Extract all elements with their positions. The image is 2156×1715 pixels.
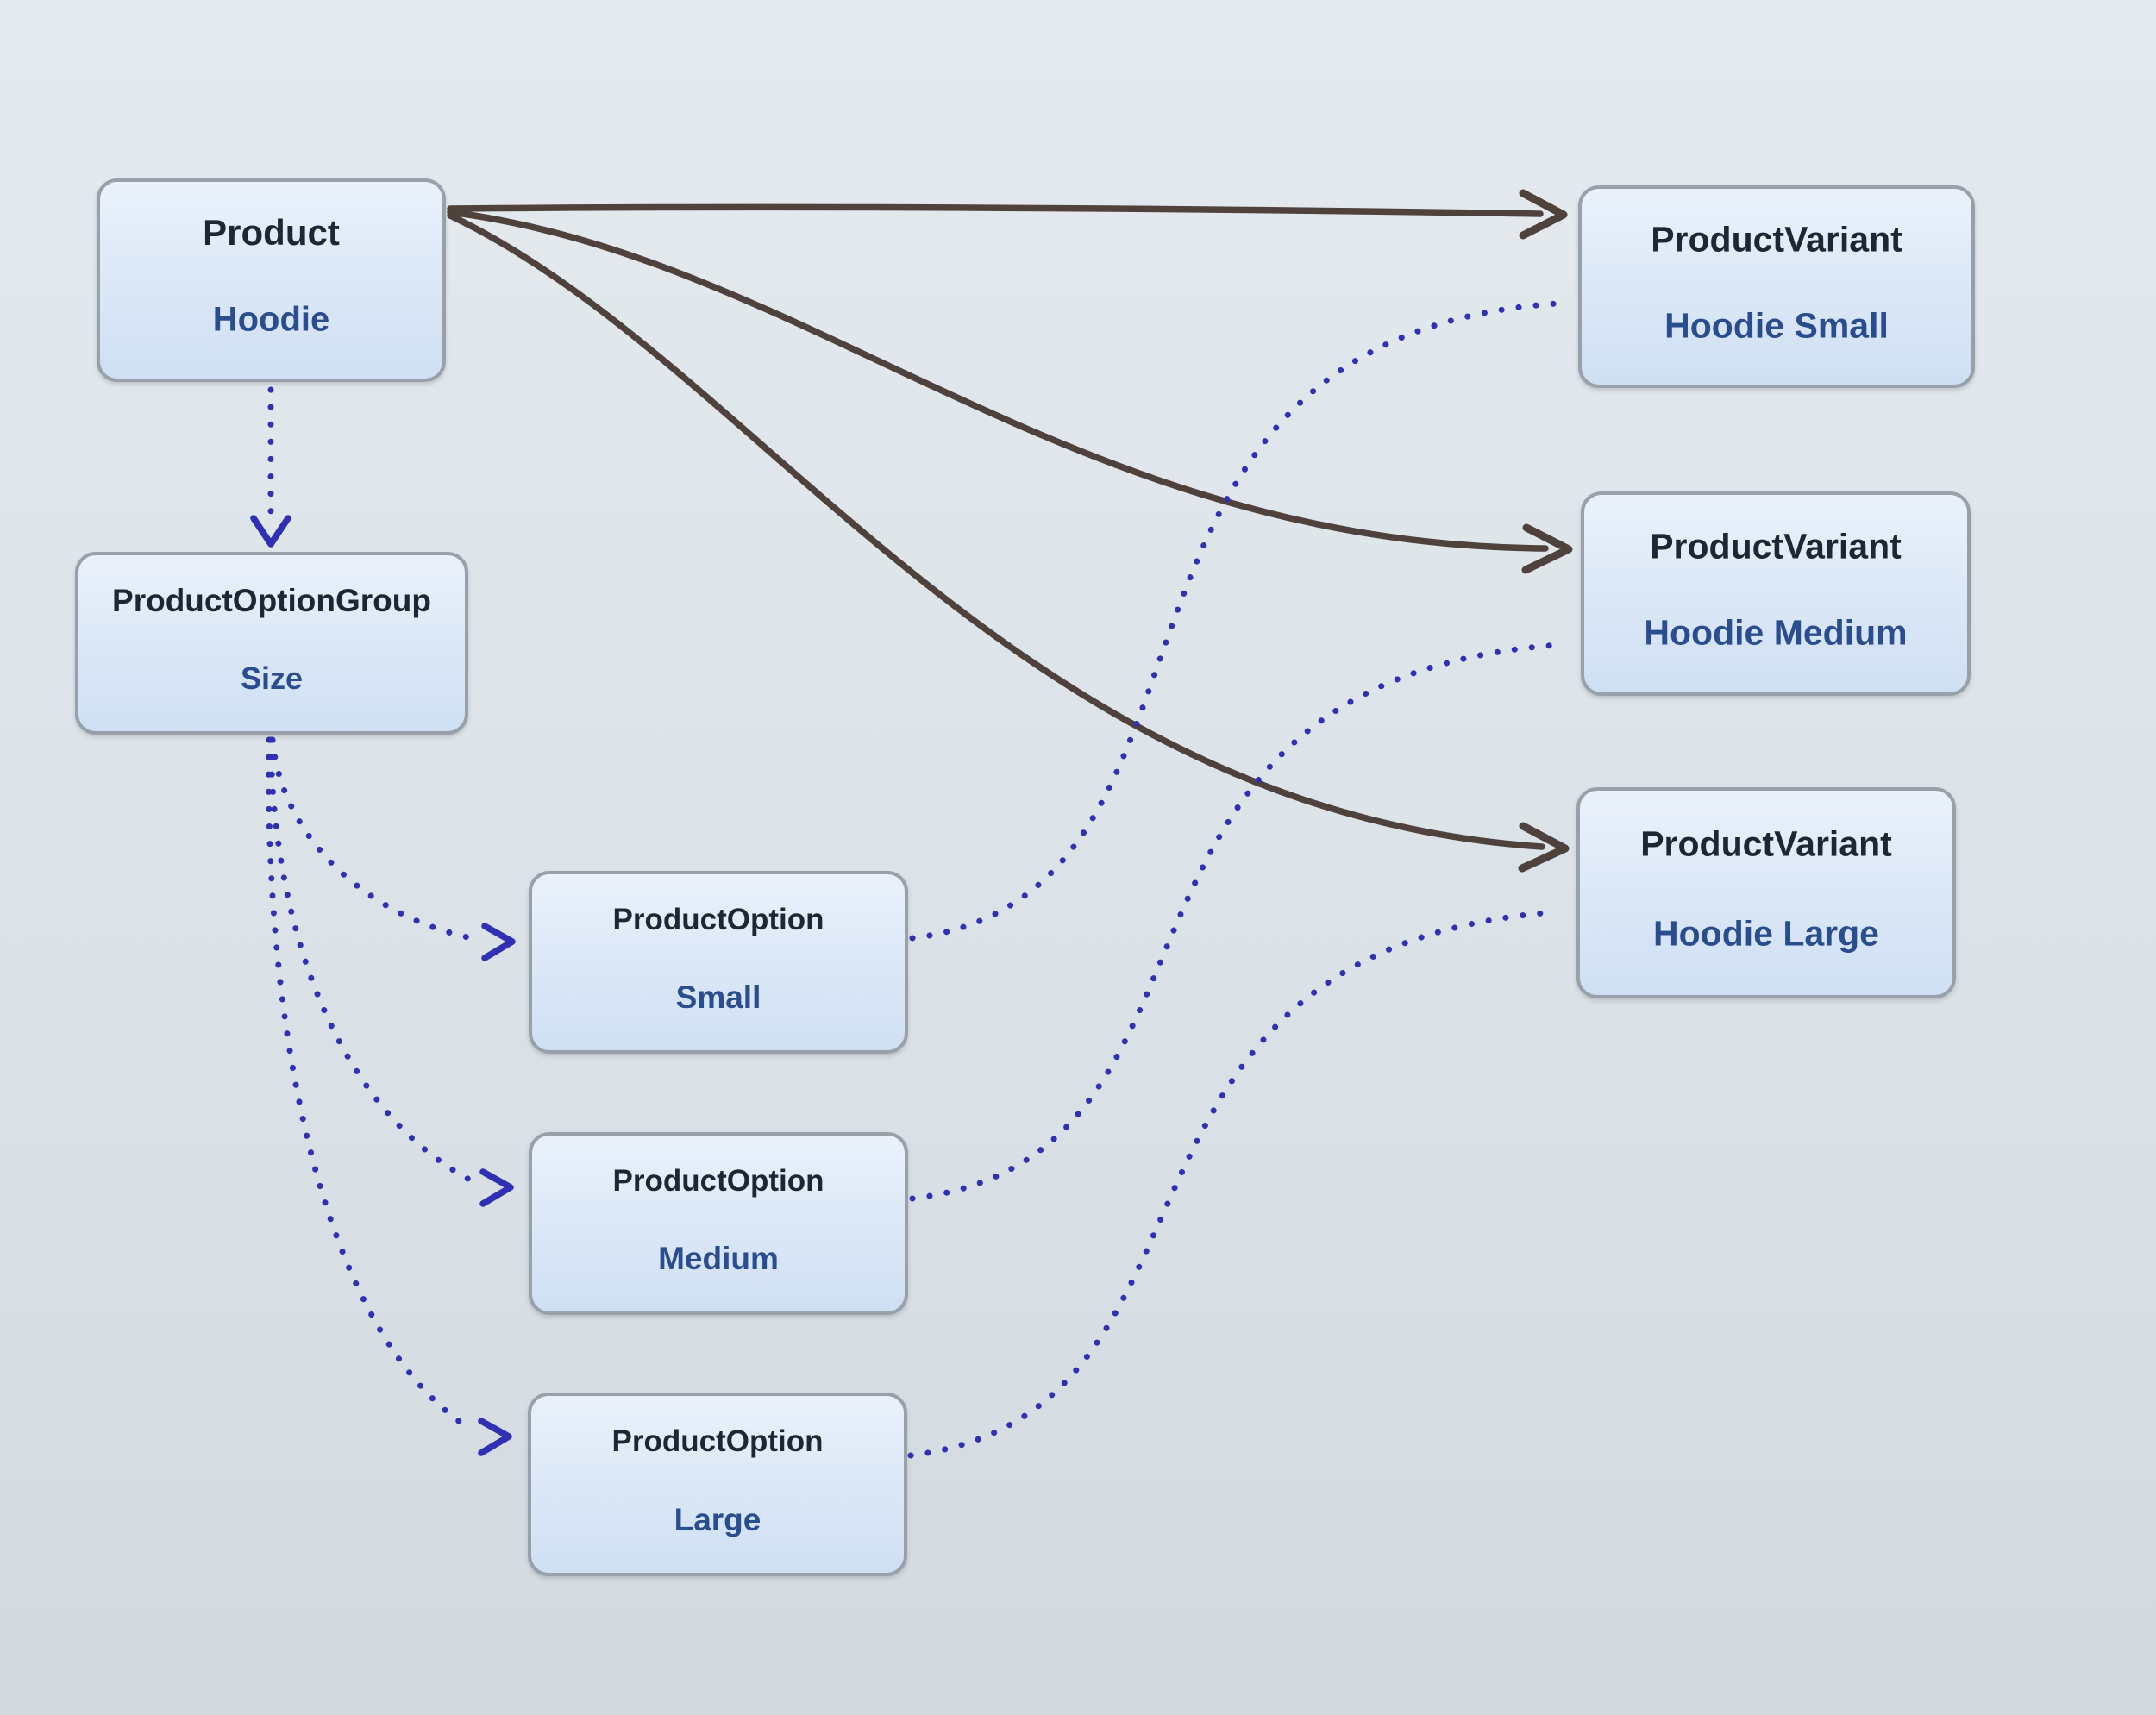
edge-product-to-variant-large: [447, 212, 1570, 873]
arrowhead-variant-medium: [1521, 523, 1573, 574]
arrowhead-variant-small: [1519, 189, 1568, 240]
node-option-medium-subtitle: Medium: [658, 1240, 779, 1276]
node-option-group-title: ProductOptionGroup: [112, 583, 431, 619]
edge-group-to-option-large: [266, 736, 512, 1456]
arrowhead-option-large: [478, 1418, 512, 1456]
edge-option-large-to-variant-large: [907, 909, 1557, 1459]
node-option-medium-title: ProductOption: [612, 1164, 824, 1199]
edge-product-to-variant-medium: [447, 209, 1573, 574]
node-option-small: ProductOption Small: [529, 871, 908, 1054]
node-variant-medium-title: ProductVariant: [1650, 526, 1902, 566]
node-variant-small-title: ProductVariant: [1651, 219, 1902, 260]
node-variant-large-title: ProductVariant: [1640, 823, 1892, 864]
node-variant-large-subtitle: Hoodie Large: [1653, 913, 1879, 954]
arrowhead-option-medium: [479, 1168, 514, 1207]
edge-group-to-option-small: [269, 736, 516, 961]
node-variant-small-subtitle: Hoodie Small: [1664, 305, 1889, 346]
node-product: Product Hoodie: [97, 178, 446, 382]
edge-option-medium-to-variant-medium: [909, 642, 1561, 1202]
arrowhead-variant-large: [1518, 822, 1570, 873]
node-product-subtitle: Hoodie: [212, 300, 330, 339]
node-option-group-subtitle: Size: [240, 660, 304, 696]
arrowhead-option-group: [250, 515, 291, 548]
edge-product-to-option-group: [250, 386, 291, 548]
edge-group-to-option-medium: [267, 736, 514, 1207]
node-option-small-subtitle: Small: [675, 979, 761, 1015]
arrowhead-option-small: [481, 923, 516, 961]
node-variant-small: ProductVariant Hoodie Small: [1578, 185, 1975, 388]
node-option-small-title: ProductOption: [612, 903, 824, 937]
node-option-group: ProductOptionGroup Size: [75, 552, 468, 735]
node-option-large: ProductOption Large: [528, 1393, 907, 1576]
edge-option-small-to-variant-small: [909, 300, 1561, 942]
node-product-title: Product: [203, 212, 340, 253]
node-variant-medium: ProductVariant Hoodie Medium: [1581, 491, 1971, 696]
node-option-large-title: ProductOption: [611, 1424, 824, 1459]
node-variant-large: ProductVariant Hoodie Large: [1576, 787, 1956, 998]
node-option-large-subtitle: Large: [674, 1501, 761, 1537]
edge-product-to-variant-small: [447, 189, 1568, 240]
node-variant-medium-subtitle: Hoodie Medium: [1644, 612, 1908, 653]
node-option-medium: ProductOption Medium: [529, 1132, 908, 1315]
